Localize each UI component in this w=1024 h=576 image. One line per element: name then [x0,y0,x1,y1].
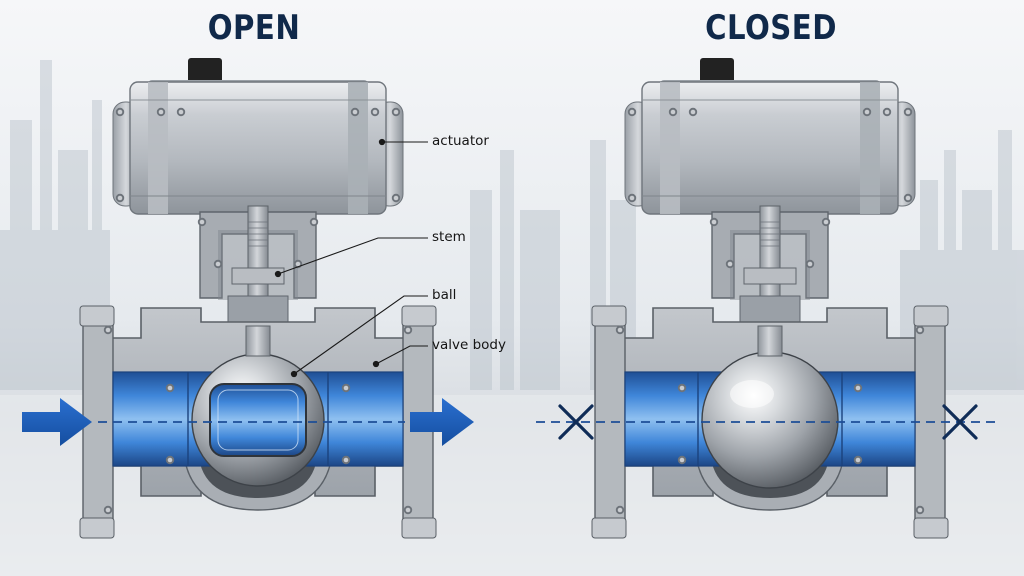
actuator-label: actuator [432,133,489,149]
blocked-out-x-icon [942,404,978,440]
valve-body-label: valve body [432,337,506,353]
ball-leader [293,295,428,375]
stem-leader [277,237,428,275]
ball-label: ball [432,287,457,303]
valve-body-leader [375,345,428,365]
ball-open [191,353,325,487]
ball-closed [701,351,839,489]
blocked-in-x-icon [558,404,594,440]
stem-label: stem [432,229,466,245]
open-title: OPEN [207,8,301,48]
flow-in-arrow-icon [22,398,92,446]
flow-out-arrow-icon [410,398,474,446]
closed-valve [591,57,949,539]
open-valve [79,57,437,539]
closed-title: CLOSED [705,8,837,48]
leader-lines [274,138,428,378]
